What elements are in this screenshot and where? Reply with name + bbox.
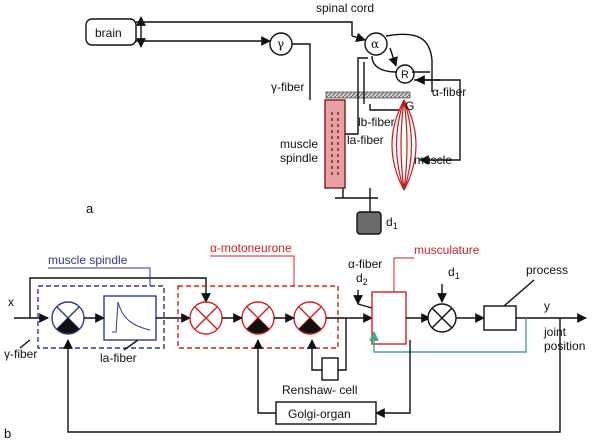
alpha-symbol: α bbox=[371, 37, 379, 51]
muscle-spindle-box bbox=[37, 285, 165, 349]
muscle-spindle-label-b: muscle spindle bbox=[48, 253, 128, 267]
labels: a brain spinal cord γ α R γ-fiber α-fibe… bbox=[4, 1, 585, 441]
process-label: process bbox=[526, 263, 568, 277]
y-label: y bbox=[544, 299, 550, 313]
renshaw-neuron bbox=[395, 64, 415, 84]
joint-label-2: position bbox=[544, 339, 585, 353]
load-weight bbox=[356, 211, 382, 235]
renshaw-cell-label: Renshaw- cell bbox=[282, 383, 357, 397]
gamma-symbol: γ bbox=[277, 37, 284, 51]
musculature-box bbox=[371, 291, 407, 345]
panel-a-label: a bbox=[86, 201, 94, 216]
label-leaders bbox=[48, 267, 151, 286]
muscle-fibres bbox=[391, 99, 417, 191]
attachment-bar bbox=[325, 91, 411, 99]
musculature-label: musculature bbox=[414, 243, 480, 257]
spindle-transfer-box bbox=[103, 295, 157, 341]
process-box bbox=[483, 305, 517, 331]
alpha-fiber-label-a: α-fiber bbox=[432, 85, 466, 99]
gamma-fiber-label-a: γ-fiber bbox=[271, 80, 304, 94]
la-fiber-label-a: la-fiber bbox=[347, 133, 384, 147]
panel-b-label: b bbox=[4, 426, 11, 441]
spinal-cord-label: spinal cord bbox=[316, 1, 374, 15]
renshaw-cell-box bbox=[321, 357, 339, 381]
lb-fiber-label: lb-fiber bbox=[358, 115, 395, 129]
load-d-label: d1 bbox=[386, 215, 398, 231]
muscle-label: muscle bbox=[414, 153, 452, 167]
golgi-organ-label: Golgi-organ bbox=[288, 407, 351, 421]
label-leaders-red bbox=[210, 255, 414, 292]
la-fiber-label-b: la-fiber bbox=[100, 351, 137, 365]
panel-b bbox=[14, 277, 587, 433]
alpha-neuron bbox=[364, 32, 388, 56]
x-label: x bbox=[8, 295, 14, 309]
panel-a bbox=[85, 16, 461, 235]
muscle-spindle-label-2: spindle bbox=[280, 151, 318, 165]
alpha-fiber-label-b: α-fiber bbox=[348, 257, 382, 271]
d1-label: d1 bbox=[448, 265, 460, 281]
muscle-spindle-label-1: muscle bbox=[280, 137, 318, 151]
golgi-label: G bbox=[405, 99, 414, 113]
spindle-body bbox=[324, 99, 346, 189]
brain-box bbox=[85, 18, 137, 46]
brain-label: brain bbox=[95, 26, 122, 40]
joint-label-1: joint bbox=[543, 325, 567, 339]
alpha-motoneurone-box bbox=[177, 285, 339, 349]
alpha-motoneurone-label: α-motoneurone bbox=[210, 241, 292, 255]
gamma-fiber-label-b: γ-fiber bbox=[4, 347, 37, 361]
d2-label: d2 bbox=[356, 271, 368, 287]
alpha-junction-1 bbox=[189, 301, 223, 335]
renshaw-symbol: R bbox=[401, 69, 409, 81]
